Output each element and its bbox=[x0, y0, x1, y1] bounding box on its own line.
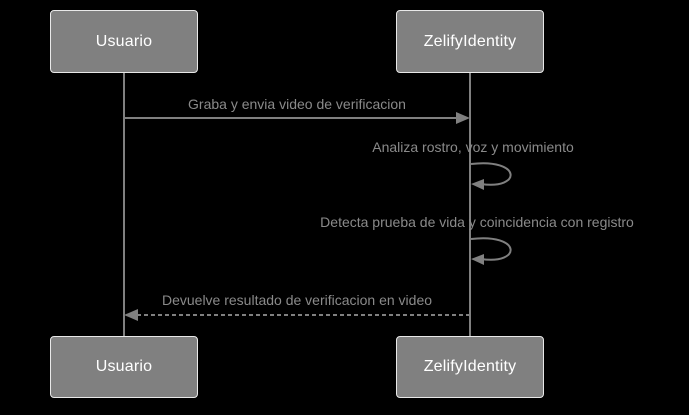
actor-label-zelifyidentity-top: ZelifyIdentity bbox=[423, 32, 517, 50]
actor-box-usuario-top: Usuario bbox=[50, 10, 198, 73]
message-2-arrowhead-icon bbox=[471, 179, 484, 190]
message-3-self-loop bbox=[470, 237, 512, 261]
message-2-self-loop bbox=[470, 162, 512, 186]
message-3-arrowhead-icon bbox=[471, 254, 484, 265]
actor-label-usuario-top: Usuario bbox=[95, 32, 153, 50]
message-3-label: Detecta prueba de vida y coincidencia co… bbox=[320, 214, 634, 230]
actor-box-zelifyidentity-top: ZelifyIdentity bbox=[396, 10, 544, 73]
message-4-label: Devuelve resultado de verificacion en vi… bbox=[161, 292, 433, 308]
message-2-label: Analiza rostro, voz y movimiento bbox=[372, 139, 574, 155]
actor-box-usuario-bottom: Usuario bbox=[50, 336, 198, 398]
actor-box-zelifyidentity-bottom: ZelifyIdentity bbox=[396, 336, 544, 398]
message-1-label: Graba y envia video de verificacion bbox=[188, 96, 406, 112]
actor-label-usuario-bottom: Usuario bbox=[95, 358, 153, 375]
message-1-arrowhead-icon bbox=[456, 112, 470, 124]
actor-label-zelifyidentity-bottom: ZelifyIdentity bbox=[423, 358, 517, 375]
message-4-arrowhead-icon bbox=[124, 309, 138, 321]
